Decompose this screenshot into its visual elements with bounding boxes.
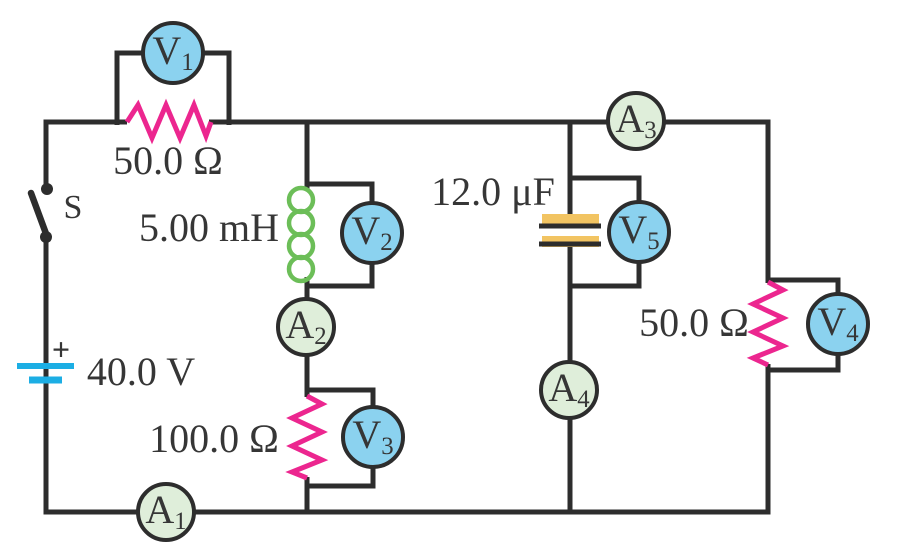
battery-value: 40.0 V <box>86 349 196 394</box>
inductor-symbol <box>286 185 316 284</box>
ammeter-a3: A3 <box>606 91 666 151</box>
resistor-middle-symbol <box>285 393 329 481</box>
voltmeter-v3-label: V3 <box>352 411 394 460</box>
switch-label: S <box>63 189 83 226</box>
voltmeter-v3: V3 <box>341 405 405 469</box>
inductor-value: 5.00 mH <box>139 205 279 250</box>
ammeter-a4: A4 <box>539 360 599 420</box>
wire-top-left <box>43 119 127 186</box>
ammeter-a4-label: A4 <box>548 364 590 413</box>
voltmeter-v5: V5 <box>607 200 671 264</box>
voltmeter-v5-label: V5 <box>618 206 660 255</box>
voltmeter-v1: V1 <box>141 21 205 85</box>
resistor-middle-value: 100.0 Ω <box>149 416 279 461</box>
battery-plus-sign: + <box>51 331 71 367</box>
voltmeter-v2-label: V2 <box>351 207 393 256</box>
ammeter-a3-label: A3 <box>615 95 657 144</box>
switch-contact-bottom <box>40 231 52 243</box>
wire-top-right <box>209 119 771 283</box>
wire-left-bottom-right <box>43 240 771 515</box>
voltmeter-v4: V4 <box>806 292 870 356</box>
switch-contact-top <box>41 183 53 195</box>
voltmeter-v2: V2 <box>340 201 404 265</box>
resistor-right-symbol <box>746 279 790 368</box>
capacitor-symbol <box>539 214 601 247</box>
ammeter-a1-label: A1 <box>145 486 187 535</box>
capacitor-value: 12.0 μF <box>431 169 555 214</box>
resistor-top-value: 50.0 Ω <box>113 138 223 183</box>
voltmeter-v1-label: V1 <box>152 27 194 76</box>
voltmeter-v4-label: V4 <box>817 298 859 347</box>
ammeter-a2-label: A2 <box>285 301 327 350</box>
resistor-top-symbol <box>124 98 214 145</box>
ammeter-a2: A2 <box>276 297 336 357</box>
resistor-right-value: 50.0 Ω <box>639 300 749 345</box>
ammeter-a1: A1 <box>136 482 196 542</box>
